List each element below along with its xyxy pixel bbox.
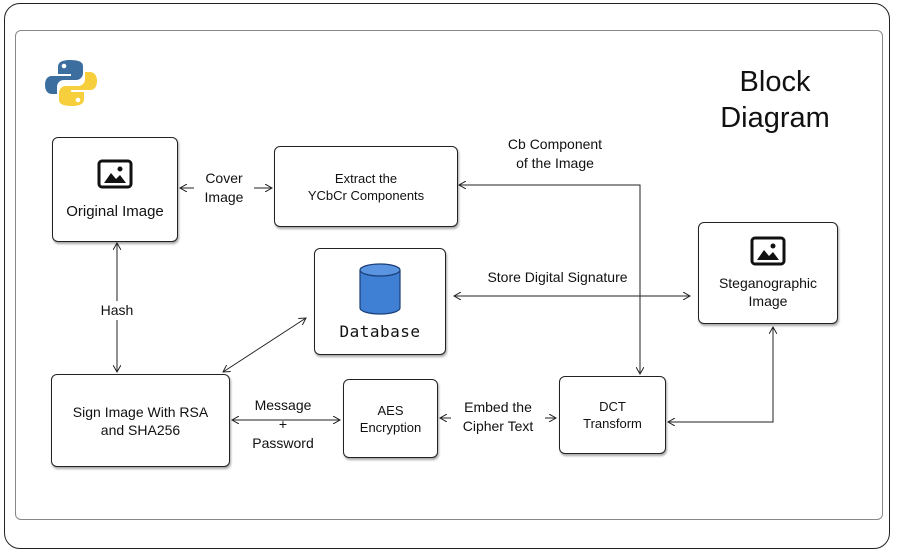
python-logo-icon	[45, 60, 97, 106]
extract-ycbcr-label: Extract the YCbCr Components	[307, 170, 425, 203]
arrow-cb-component	[459, 185, 640, 374]
steganographic-image-box: Steganographic Image	[698, 222, 838, 324]
edge-label-embed-cipher: Embed the Cipher Text	[451, 398, 545, 436]
original-image-box: Original Image	[52, 137, 178, 242]
dct-transform-label: DCT Transform	[583, 399, 642, 431]
database-label: Database	[339, 322, 421, 341]
edge-label-store-signature: Store Digital Signature	[487, 269, 628, 285]
original-image-label: Original Image	[66, 203, 164, 220]
edge-label-cb-component: Cb Component of the Image	[507, 136, 603, 171]
edge-label-message-password: Message + Password	[252, 397, 314, 451]
steganographic-image-label: Steganographic Image	[718, 275, 818, 309]
diagram-title: Block Diagram	[720, 66, 830, 134]
edge-label-cover-image: Cover Image	[194, 169, 254, 207]
database-cylinder-icon	[359, 263, 401, 315]
image-icon	[97, 159, 133, 189]
diagram-frame	[15, 30, 883, 520]
database-box: Database	[314, 248, 446, 355]
sign-image-box: Sign Image With RSA and SHA256	[51, 374, 230, 467]
image-icon	[750, 236, 786, 266]
arrow-sign-database	[223, 318, 306, 372]
edge-label-hash: Hash	[90, 301, 144, 320]
aes-encryption-box: AES Encryption	[343, 379, 438, 458]
sign-image-label: Sign Image With RSA and SHA256	[72, 403, 209, 438]
dct-transform-box: DCT Transform	[559, 376, 666, 454]
aes-encryption-label: AES Encryption	[359, 402, 422, 435]
extract-ycbcr-box: Extract the YCbCr Components	[274, 146, 458, 227]
arrow-dct-steganographic	[668, 327, 773, 422]
